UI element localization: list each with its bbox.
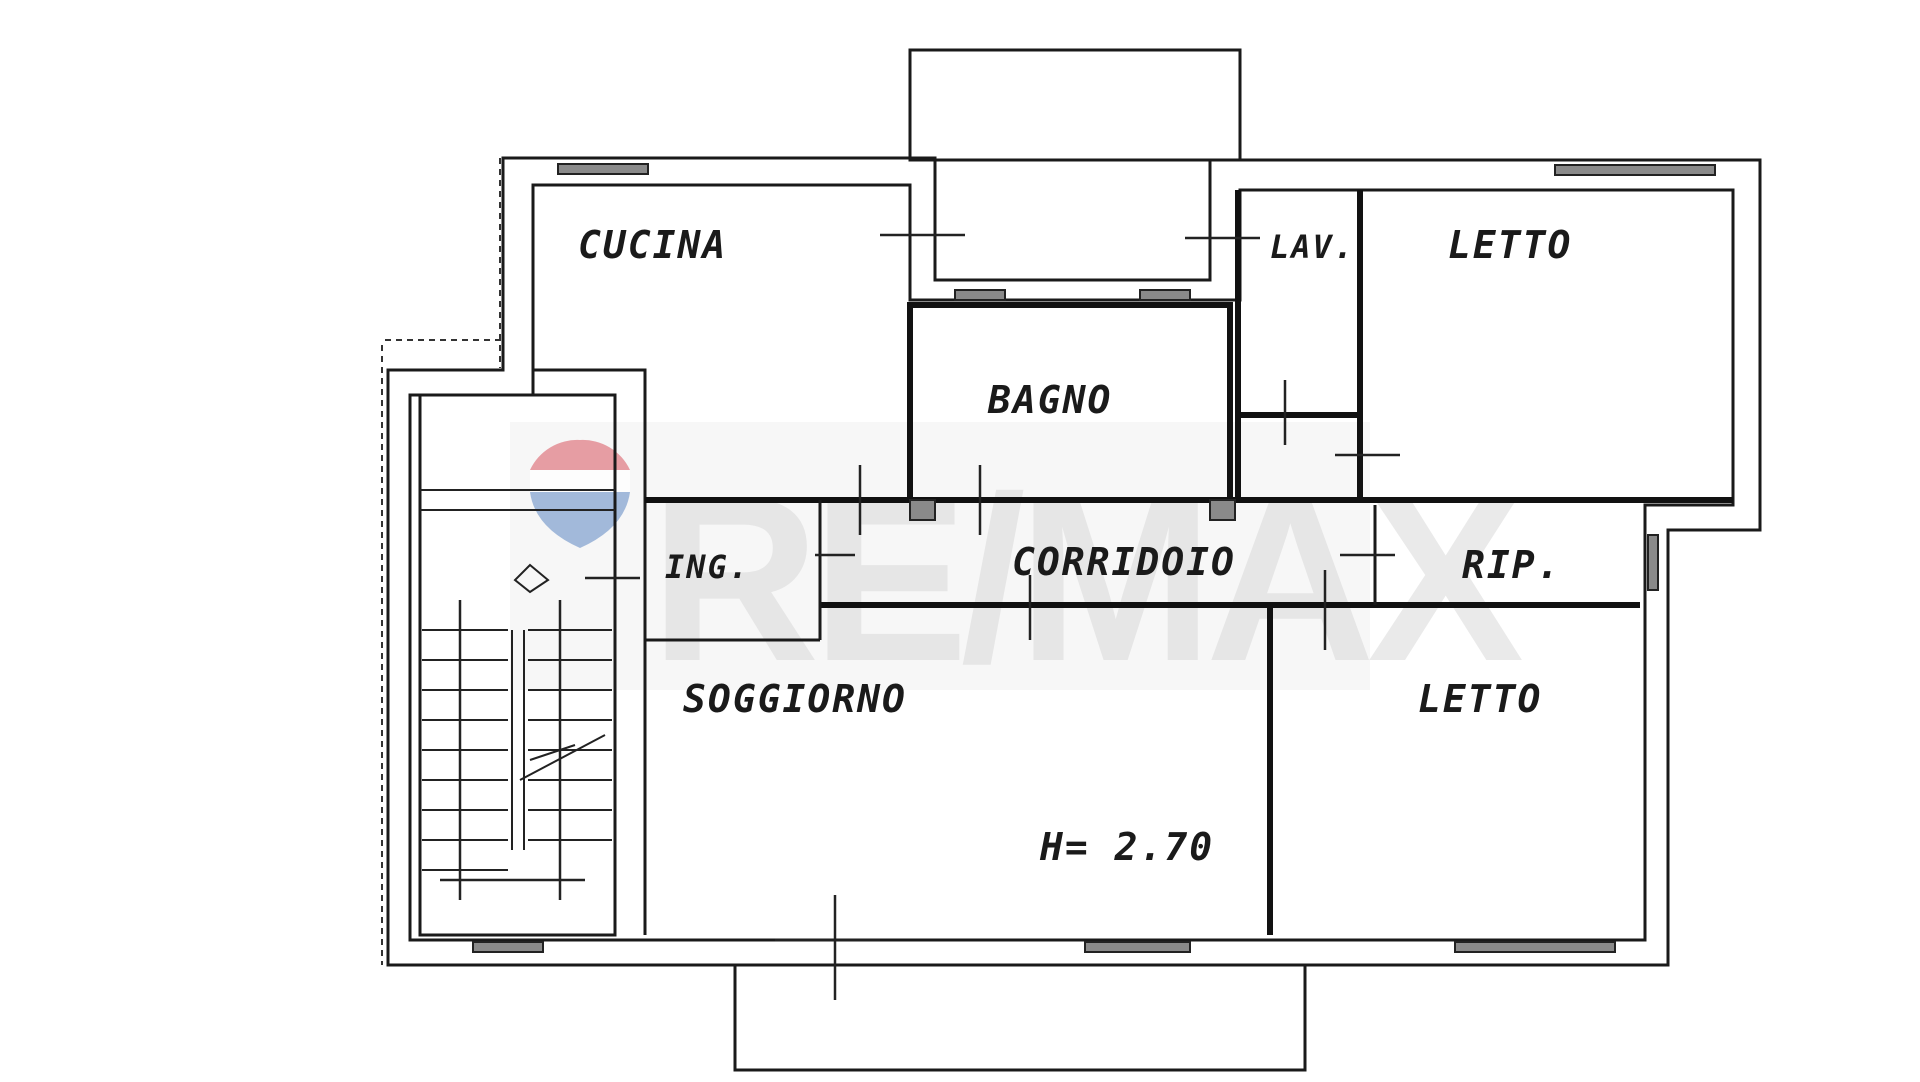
room-label-ripostiglio: RIP. (1462, 543, 1562, 587)
room-label-letto-top: LETTO (1448, 223, 1572, 267)
room-label-cucina: CUCINA (578, 223, 727, 267)
watermark-text: RE/MAX (650, 447, 1522, 710)
room-label-ingresso: ING. (665, 548, 750, 586)
room-label-soggiorno: SOGGIORNO (683, 677, 907, 721)
room-label-bagno: BAGNO (987, 378, 1112, 422)
ceiling-height-note: H= 2.70 (1039, 825, 1214, 869)
windows (472, 163, 1716, 953)
room-label-letto-bottom: LETTO (1418, 677, 1542, 721)
door-marks (585, 233, 1400, 1000)
staircase (422, 563, 612, 900)
room-label-corridoio: CORRIDOIO (1012, 540, 1236, 584)
remax-watermark: RE/MAX (510, 422, 1530, 710)
remax-balloon-icon (530, 439, 630, 548)
room-label-lav: LAV. (1270, 228, 1355, 266)
